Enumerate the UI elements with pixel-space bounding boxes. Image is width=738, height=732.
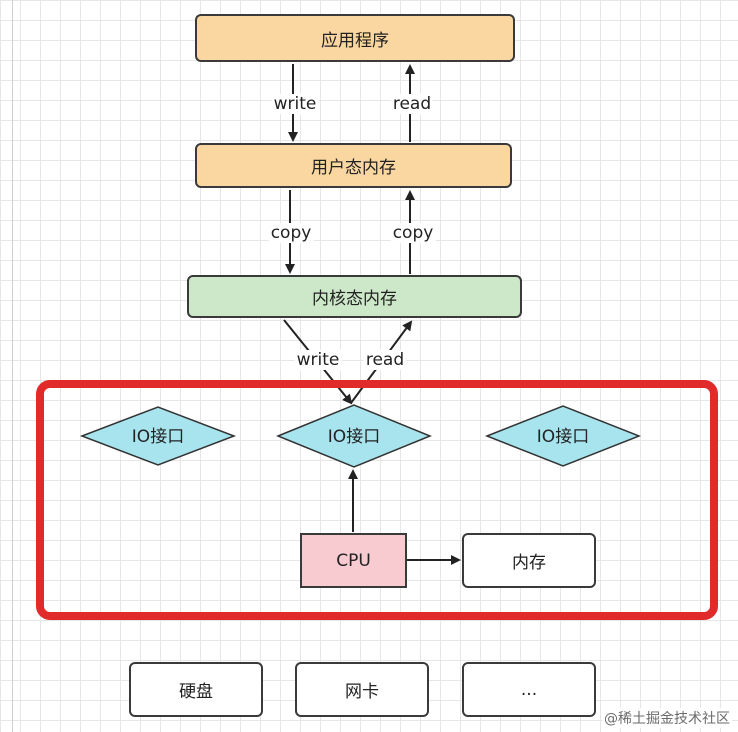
kernel-memory-label: 内核态内存 <box>312 289 397 309</box>
kernel-memory-box: 内核态内存 <box>187 275 522 318</box>
device-nic-label: 网卡 <box>345 682 379 702</box>
app-layer-box: 应用程序 <box>195 14 515 62</box>
hardware-highlight-frame <box>36 380 718 620</box>
edge-label-app-to-user: write <box>271 94 319 114</box>
edge-label-kernel-to-io: write <box>294 350 342 370</box>
watermark: @稀土掘金技术社区 <box>602 708 732 728</box>
io-interface-2-label: IO接口 <box>328 427 380 447</box>
io-interface-3-label: IO接口 <box>537 427 589 447</box>
edge-label-user-to-kernel: copy <box>268 223 314 243</box>
user-memory-label: 用户态内存 <box>311 158 396 178</box>
device-disk-box: 硬盘 <box>129 662 263 717</box>
device-nic-box: 网卡 <box>295 662 429 717</box>
app-layer-label: 应用程序 <box>321 30 389 51</box>
io-interface-1-label: IO接口 <box>132 427 184 447</box>
cpu-box: CPU <box>300 533 407 588</box>
device-more-box: ... <box>462 662 596 717</box>
edge-label-io-to-kernel: read <box>363 350 407 370</box>
grid-left-rule <box>12 0 13 732</box>
device-disk-label: 硬盘 <box>179 682 213 702</box>
edge-label-kernel-to-user: copy <box>390 223 436 243</box>
io-interface-2: IO接口 <box>276 404 432 468</box>
cpu-label: CPU <box>336 550 371 571</box>
io-interface-1: IO接口 <box>79 406 237 466</box>
memory-label: 内存 <box>512 553 546 573</box>
io-interface-3: IO接口 <box>484 405 642 467</box>
user-memory-box: 用户态内存 <box>195 143 512 188</box>
device-more-label: ... <box>520 679 538 700</box>
edge-label-user-to-app: read <box>390 94 434 114</box>
memory-box: 内存 <box>462 533 596 588</box>
